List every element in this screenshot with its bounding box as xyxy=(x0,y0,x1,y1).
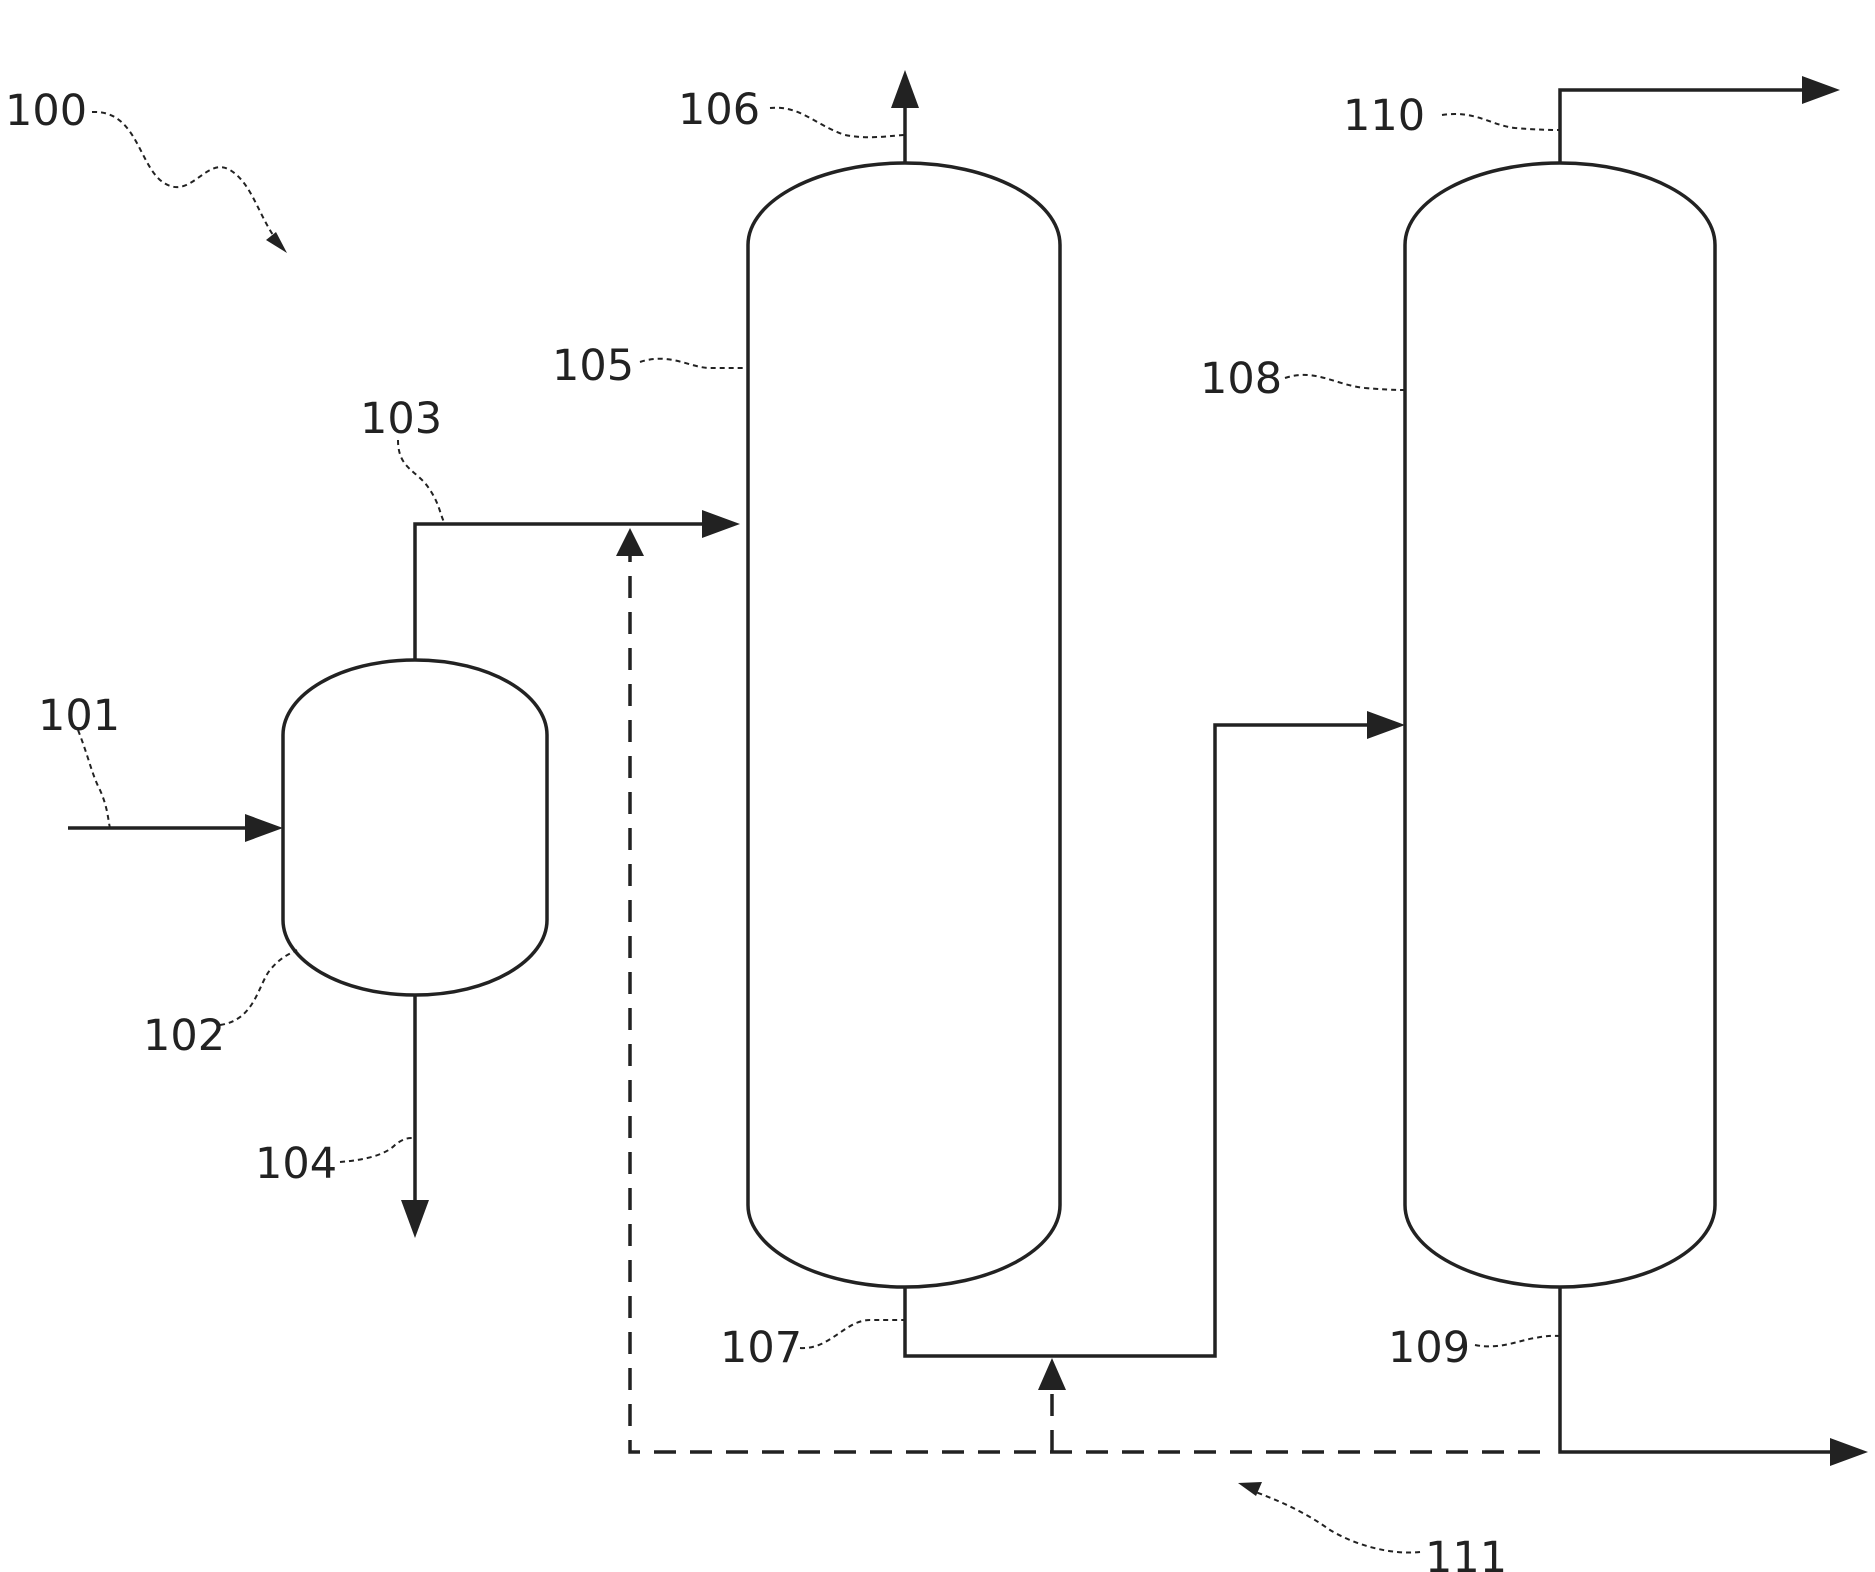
label-103: 103 xyxy=(360,394,442,444)
label-100: 100 xyxy=(5,86,87,136)
overhead-stream-103 xyxy=(415,524,710,660)
leader-100 xyxy=(92,112,285,250)
label-101: 101 xyxy=(38,691,120,741)
label-110: 110 xyxy=(1343,91,1425,141)
leader-106 xyxy=(770,108,905,138)
label-107: 107 xyxy=(720,1323,802,1373)
label-111: 111 xyxy=(1425,1533,1507,1572)
arrowhead-111-branch xyxy=(1038,1358,1066,1390)
leader-101 xyxy=(78,730,110,828)
label-104: 104 xyxy=(255,1139,337,1189)
bottoms-stream-109 xyxy=(1560,1287,1838,1452)
arrowhead-104 xyxy=(401,1200,429,1238)
leader-109 xyxy=(1475,1336,1560,1347)
leader-102 xyxy=(220,950,297,1025)
arrowhead-109 xyxy=(1830,1438,1868,1466)
flash-vessel-102 xyxy=(283,660,547,995)
arrowhead-107 xyxy=(1367,711,1405,739)
leader-111 xyxy=(1250,1490,1420,1553)
leader-103 xyxy=(398,440,445,524)
arrowhead-101 xyxy=(245,814,283,842)
arrowhead-111-up xyxy=(616,528,644,556)
leader-104 xyxy=(340,1138,415,1162)
label-106: 106 xyxy=(678,85,760,135)
arrowhead-110 xyxy=(1802,76,1840,104)
leader-108 xyxy=(1285,375,1405,390)
overhead-stream-110 xyxy=(1560,90,1810,163)
first-column-105 xyxy=(748,163,1060,1287)
label-109: 109 xyxy=(1388,1323,1470,1373)
leader-105 xyxy=(640,359,748,368)
second-column-108 xyxy=(1405,163,1715,1287)
label-108: 108 xyxy=(1200,354,1282,404)
label-105: 105 xyxy=(552,341,634,391)
arrowhead-100 xyxy=(266,232,287,253)
label-102: 102 xyxy=(143,1011,225,1061)
leader-107 xyxy=(800,1320,905,1348)
arrowhead-103 xyxy=(702,510,740,538)
arrowhead-106 xyxy=(891,70,919,108)
leader-110 xyxy=(1442,114,1560,130)
